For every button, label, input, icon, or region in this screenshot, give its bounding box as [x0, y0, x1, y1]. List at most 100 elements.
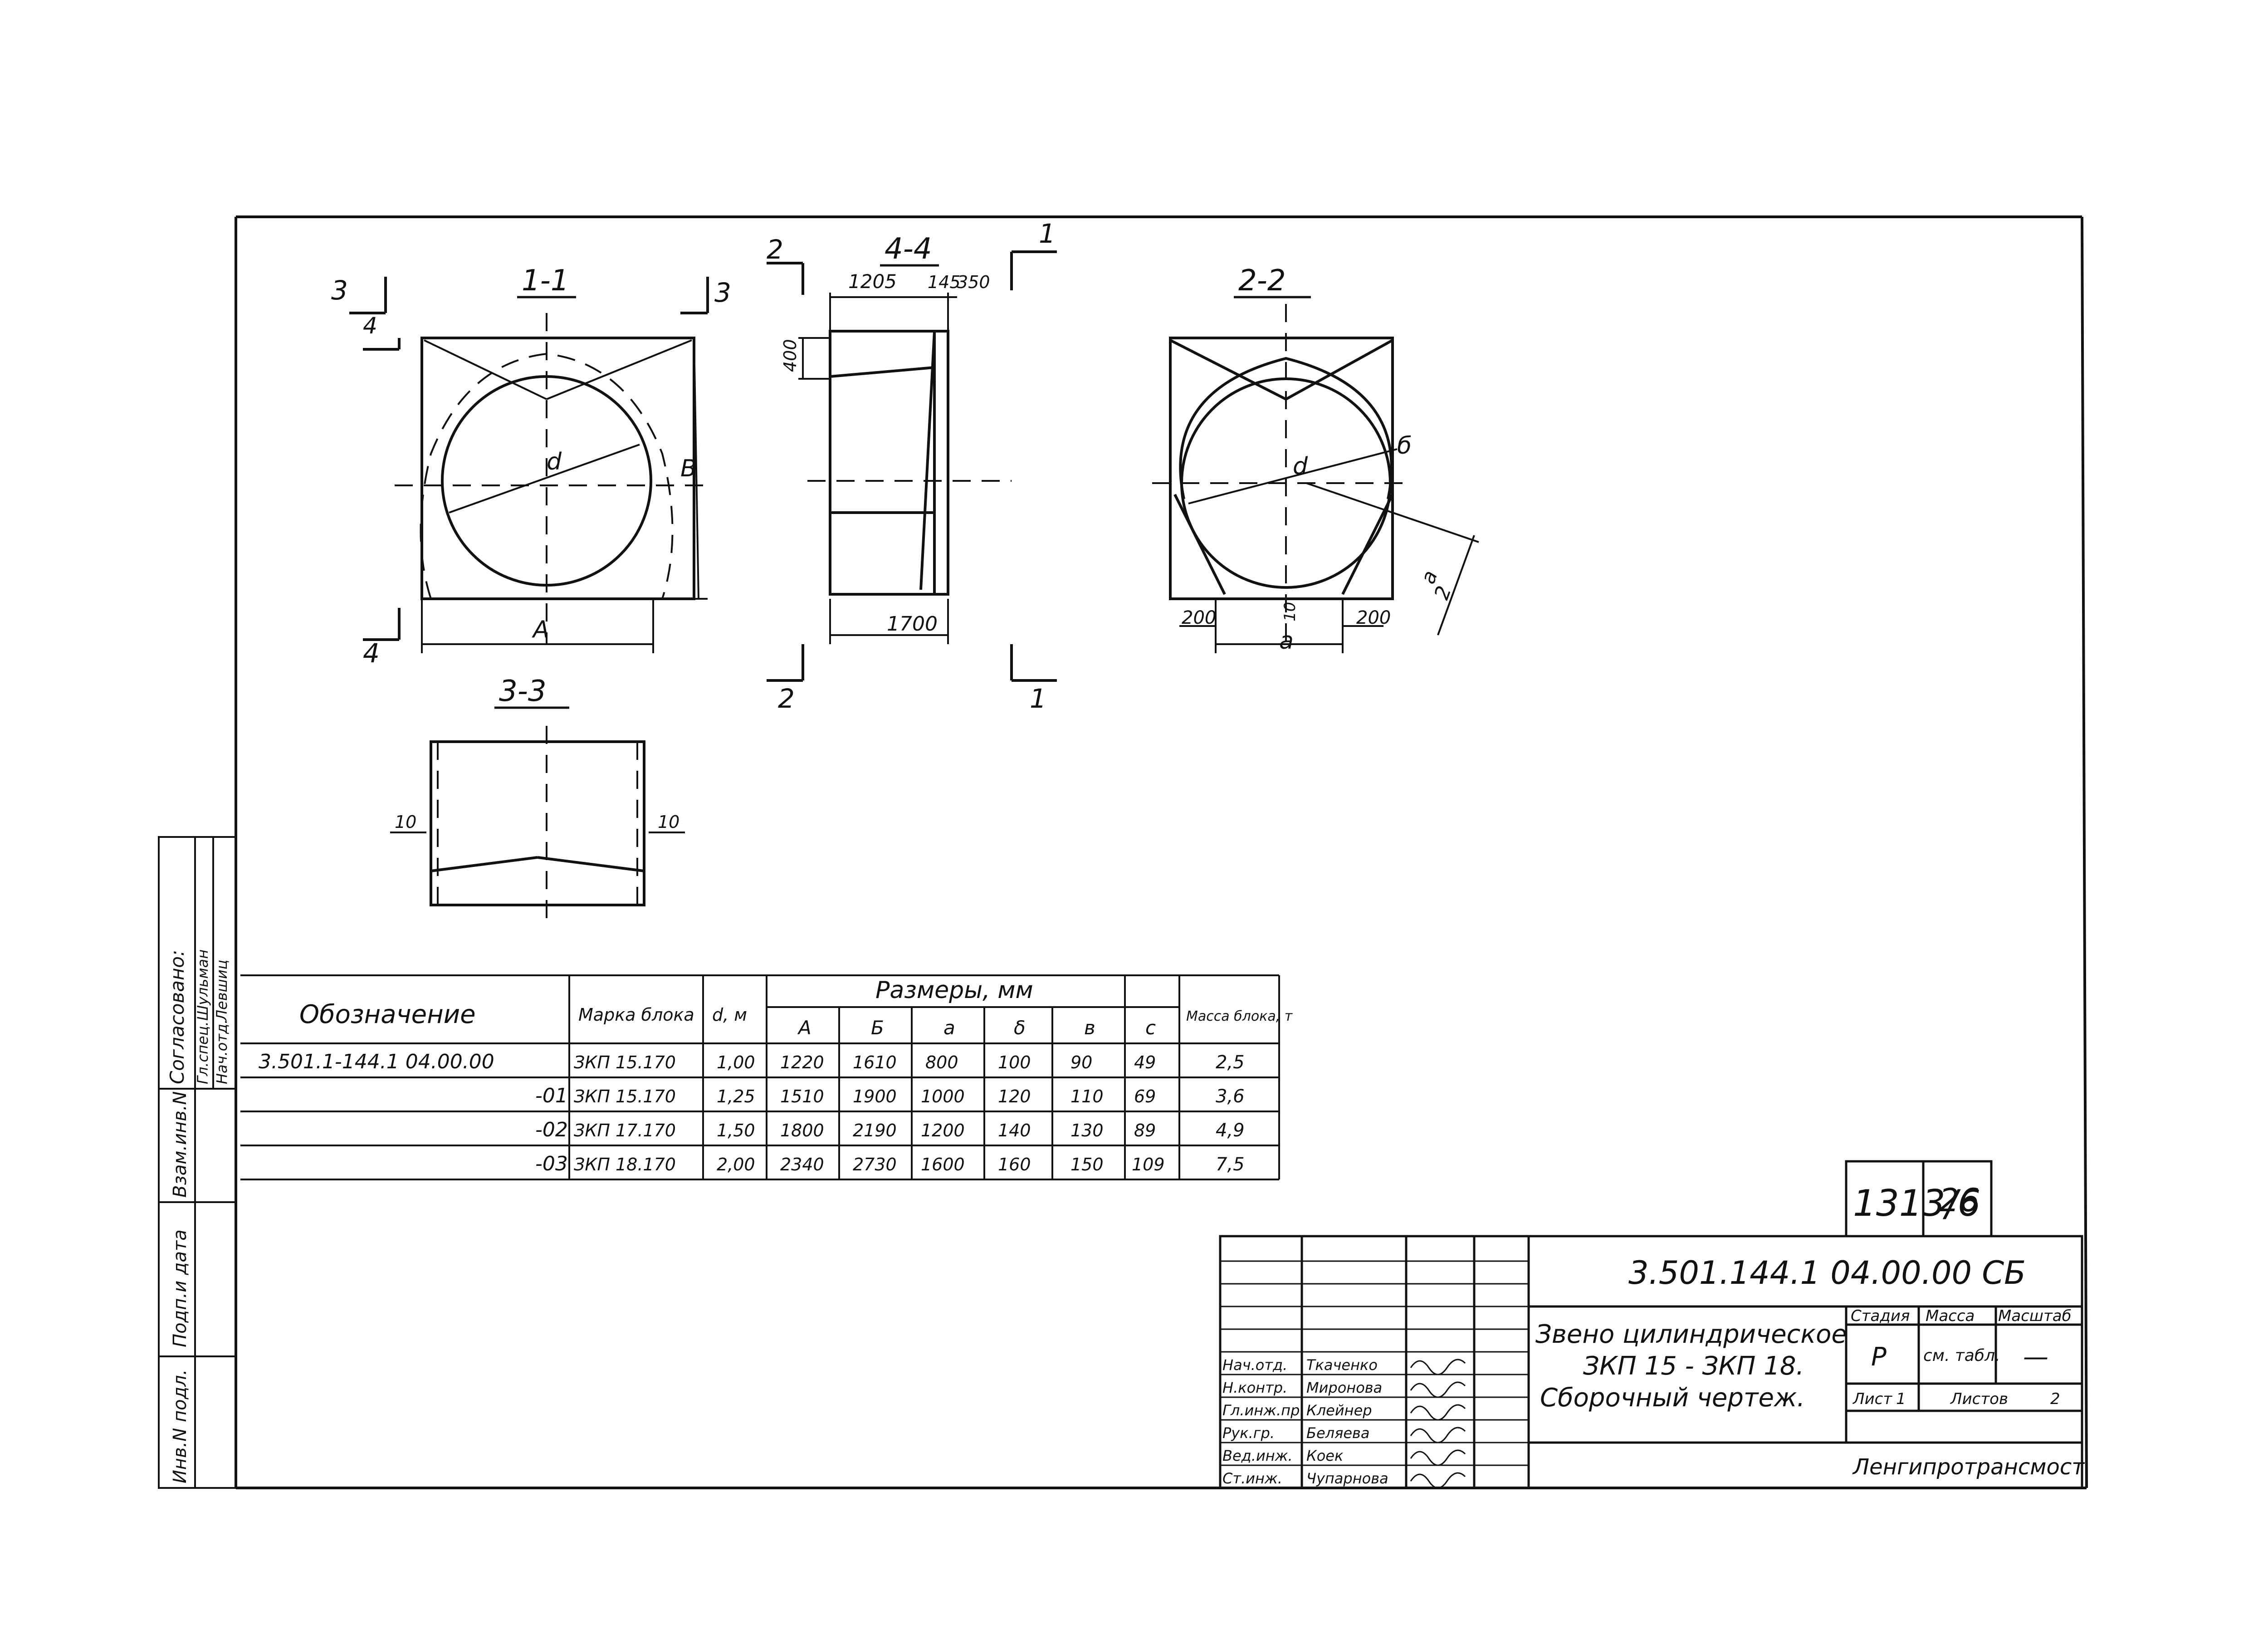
signer-role: Нач.отд. [1222, 1356, 1287, 1374]
row-v: 150 [1070, 1155, 1104, 1174]
row-A: 1220 [780, 1052, 824, 1072]
stage-label: Стадия [1851, 1307, 1910, 1325]
view-4-4: 4-4 1205 145 350 400 1700 [767, 218, 1057, 714]
view-2-2: 2-2 d б a a 2 10 2 [1152, 264, 1479, 655]
hdr-B: Б [871, 1017, 884, 1039]
hdr-designation: Обозначение [299, 1000, 476, 1029]
sheets-value: 2 [2050, 1390, 2060, 1408]
signer-row: Нач.отд. Ткаченко [1222, 1356, 1466, 1375]
table-row: -03 ЗКП 18.170 2,00 2340 2730 1600 160 1… [535, 1152, 1245, 1175]
dim-B: B [680, 455, 697, 482]
hdr-mark: Марка блока [578, 1005, 694, 1025]
signer-name: Коек [1306, 1447, 1344, 1464]
hdr-A: А [797, 1017, 811, 1039]
title-line-2: ЗКП 15 - ЗКП 18. [1583, 1351, 1804, 1381]
signer-name: Миронова [1306, 1379, 1382, 1396]
row-v: 110 [1070, 1086, 1104, 1106]
signer-row: Рук.гр. Беляева [1222, 1424, 1466, 1443]
dim-10-right: 10 [658, 812, 679, 832]
hdr-c: с [1145, 1017, 1156, 1039]
sheets-label: Листов [1950, 1390, 2008, 1408]
signer-role: Рук.гр. [1222, 1424, 1275, 1442]
hdr-dims-group: Размеры, мм [875, 977, 1033, 1004]
signer-row: Ст.инж. Чупарнова [1222, 1470, 1466, 1489]
row-c: 69 [1134, 1086, 1156, 1106]
dim-delta: б [1397, 432, 1412, 460]
signer-name: Клейнер [1306, 1402, 1372, 1419]
row-designation: -02 [535, 1118, 568, 1141]
hdr-mass: Масса блока, т [1186, 1008, 1293, 1024]
hdr-delta: δ [1014, 1017, 1026, 1039]
signer-role: Гл.инж.пр. [1222, 1402, 1305, 1419]
cut-1-top: 1 [1039, 218, 1056, 249]
dim-two: 2 [1430, 583, 1456, 603]
signature [1410, 1449, 1466, 1466]
sheet-label: Лист [1852, 1390, 1892, 1408]
dim-145: 145 [928, 272, 961, 292]
row-mark: ЗКП 15.170 [574, 1052, 676, 1072]
section-title-2-2: 2-2 [1238, 264, 1286, 298]
signer-role: Ст.инж. [1222, 1470, 1282, 1487]
row-mark: ЗКП 18.170 [574, 1155, 676, 1174]
signer-name: Чупарнова [1306, 1470, 1388, 1487]
stamp-replaced: Взам.инв.N [170, 1091, 191, 1198]
organization: Ленгипротрансмост [1852, 1454, 2085, 1480]
signer-role: Вед.инж. [1222, 1447, 1293, 1464]
cut-3-right: 3 [714, 277, 731, 308]
doc-code: 3.501.144.1 04.00.00 СБ [1628, 1254, 2026, 1292]
title-line-1: Звено цилиндрическое [1535, 1320, 1847, 1349]
cut-4-top: 4 [363, 313, 377, 339]
dim-a: a [1279, 627, 1294, 655]
row-mass: 3,6 [1216, 1086, 1245, 1107]
row-A: 2340 [780, 1155, 824, 1174]
signature [1410, 1427, 1466, 1443]
hdr-d: d, м [712, 1005, 747, 1025]
title-line-3: Сборочный чертеж. [1540, 1383, 1805, 1413]
row-d: 1,50 [717, 1120, 755, 1140]
signer-name: Беляева [1306, 1424, 1370, 1442]
mass-value: см. табл. [1923, 1346, 2000, 1365]
row-B: 1610 [853, 1052, 897, 1072]
view-3-3: 3-3 10 10 [390, 675, 685, 921]
row-a: 1000 [921, 1086, 965, 1106]
mass-label: Масса [1926, 1307, 1975, 1325]
row-a: 1200 [921, 1120, 965, 1140]
row-mass: 2,5 [1216, 1052, 1245, 1073]
dim-d-2: d [1293, 453, 1308, 480]
title-block: 1313/6 26 3.501.144.1 04.00.00 СБ Звено … [1219, 1160, 2085, 1489]
row-designation: -01 [535, 1084, 568, 1107]
row-delta: 100 [998, 1052, 1031, 1072]
row-delta: 140 [998, 1120, 1031, 1140]
signer-role: Н.контр. [1222, 1379, 1287, 1396]
row-c: 89 [1134, 1120, 1156, 1140]
dim-200-right: 200 [1356, 607, 1391, 628]
row-a: 800 [925, 1052, 958, 1072]
row-delta: 160 [998, 1155, 1031, 1174]
stamp-role2: Нач.отд. [213, 1019, 230, 1084]
signer-row: Гл.инж.пр. Клейнер [1222, 1402, 1466, 1421]
hdr-a: a [943, 1017, 955, 1039]
scale-value: — [2023, 1342, 2048, 1372]
row-a: 1600 [921, 1155, 965, 1174]
section-title-4-4: 4-4 [885, 232, 932, 266]
stamp-inv-no: Инв.N подл. [170, 1369, 191, 1483]
signature [1410, 1381, 1466, 1398]
cut-1-bottom: 1 [1030, 683, 1046, 714]
cut-4-bottom: 4 [363, 638, 380, 669]
row-designation: 3.501.1-144.1 04.00.00 [259, 1050, 494, 1073]
row-designation: -03 [535, 1152, 568, 1175]
dim-400: 400 [780, 339, 800, 372]
signer-row: Н.контр. Миронова [1222, 1379, 1466, 1398]
stamp-sign-date: Подп.и дата [170, 1229, 191, 1347]
stamp-name2: Левшиц [213, 960, 230, 1021]
row-v: 90 [1070, 1052, 1092, 1072]
row-B: 2190 [853, 1120, 897, 1140]
signature [1410, 1359, 1466, 1375]
row-delta: 120 [998, 1086, 1031, 1106]
section-title-3-3: 3-3 [499, 675, 547, 708]
row-mass: 7,5 [1216, 1154, 1245, 1175]
cut-2-top: 2 [767, 234, 783, 265]
row-B: 2730 [853, 1155, 897, 1174]
table-row: 3.501.1-144.1 04.00.00 ЗКП 15.170 1,00 1… [259, 1050, 1245, 1073]
